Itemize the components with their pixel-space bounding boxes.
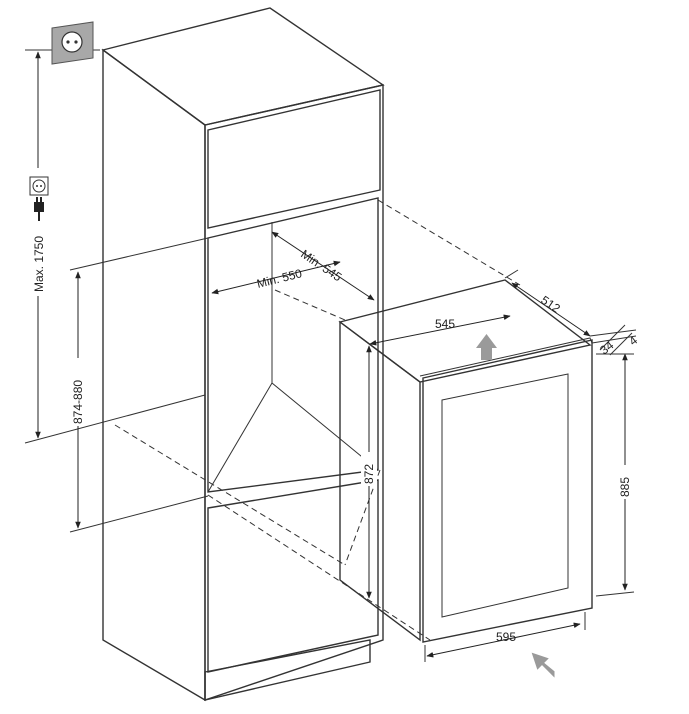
door-offset-a-label: 4 bbox=[626, 333, 640, 348]
dimension-top-width: 545 bbox=[369, 314, 511, 346]
lower-door bbox=[207, 479, 379, 673]
top-depth-label: 512 bbox=[538, 293, 563, 316]
door-trim bbox=[419, 337, 593, 377]
dimension-max-height: Max. 1750 bbox=[24, 49, 206, 444]
power-socket-icon bbox=[29, 176, 49, 196]
niche-width-label: Min. 550 bbox=[255, 266, 303, 291]
power-plug-icon bbox=[34, 197, 44, 221]
wine-cooler bbox=[338, 279, 593, 643]
arrow-push-in-icon bbox=[531, 652, 555, 678]
cabinet-front bbox=[204, 84, 384, 701]
dimension-top-depth: 512 bbox=[504, 269, 591, 337]
dimension-door-offset: 34 4 bbox=[589, 324, 640, 357]
arrow-up-icon bbox=[476, 334, 497, 360]
niche-depth-label: Min. 545 bbox=[298, 247, 344, 285]
niche-height-label: 874-880 bbox=[71, 380, 85, 424]
dimension-body-height: 872 bbox=[361, 345, 377, 599]
cooler-door bbox=[422, 339, 593, 643]
total-height-label: 885 bbox=[618, 477, 632, 497]
body-height-label: 872 bbox=[362, 464, 376, 484]
cabinet-top bbox=[101, 7, 385, 126]
tall-cabinet bbox=[101, 7, 385, 702]
cooler-side bbox=[339, 320, 421, 642]
power-socket-icon bbox=[51, 21, 94, 65]
dimension-niche-width: Min. 550 bbox=[211, 260, 341, 295]
niche-floor-edge bbox=[207, 382, 273, 493]
dimension-front-width: 595 bbox=[424, 612, 586, 662]
upper-door bbox=[207, 89, 381, 229]
dimension-niche-height: 874-880 bbox=[69, 237, 209, 533]
cooler-glass bbox=[441, 373, 569, 618]
cabinet-side-panel bbox=[102, 48, 206, 702]
dimension-total-height: 885 bbox=[595, 353, 635, 597]
front-width-label: 595 bbox=[496, 630, 516, 644]
top-width-label: 545 bbox=[435, 317, 455, 331]
max-height-label: Max. 1750 bbox=[32, 236, 46, 292]
cabinet-plinth bbox=[204, 639, 371, 701]
